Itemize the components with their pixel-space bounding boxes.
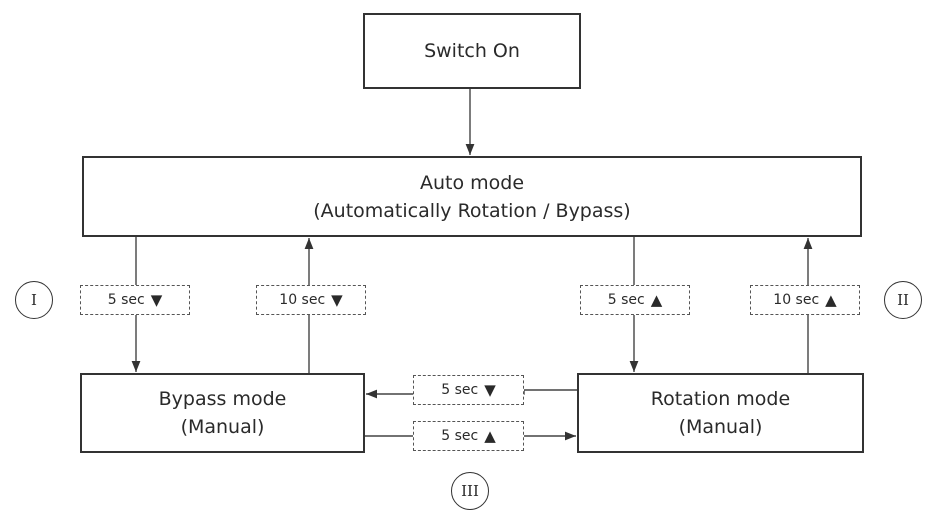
bypass-mode-box: Bypass mode (Manual) <box>80 373 365 453</box>
marker-iii: III <box>451 472 489 510</box>
up-triangle-icon: ▲ <box>825 290 837 309</box>
down-triangle-icon: ▼ <box>331 290 343 309</box>
bypass-mode-title: Bypass mode <box>158 388 287 410</box>
down-triangle-icon: ▼ <box>484 380 496 399</box>
auto-mode-title: Auto mode <box>419 171 525 194</box>
marker-ii: II <box>884 281 922 319</box>
auto-mode-box: Auto mode (Automatically Rotation / Bypa… <box>82 156 862 237</box>
tag-auto-to-bypass: 5 sec ▼ <box>80 285 190 315</box>
up-triangle-icon: ▲ <box>484 426 496 445</box>
tag-time: 5 sec <box>441 382 479 398</box>
up-triangle-icon: ▲ <box>650 290 663 309</box>
tag-time: 5 sec <box>107 292 145 308</box>
rotation-mode-subtitle: (Manual) <box>678 416 763 438</box>
tag-bypass-to-rotation: 5 sec ▲ <box>413 421 524 451</box>
switch-on-label: Switch On <box>424 40 520 62</box>
tag-time: 5 sec <box>441 428 479 444</box>
tag-time: 10 sec <box>279 292 326 308</box>
bypass-mode-subtitle: (Manual) <box>180 416 265 438</box>
rotation-mode-title: Rotation mode <box>650 388 791 410</box>
tag-auto-to-rotation: 5 sec ▲ <box>580 285 690 315</box>
tag-rotation-to-bypass: 5 sec ▼ <box>413 375 524 405</box>
marker-iii-label: III <box>461 482 479 500</box>
tag-time: 5 sec <box>607 292 645 308</box>
auto-mode-subtitle: (Automatically Rotation / Bypass) <box>313 199 631 222</box>
marker-i: I <box>15 281 53 319</box>
down-triangle-icon: ▼ <box>150 290 163 309</box>
tag-time: 10 sec <box>773 292 820 308</box>
tag-bypass-to-auto: 10 sec ▼ <box>256 285 366 315</box>
rotation-mode-box: Rotation mode (Manual) <box>577 373 864 453</box>
marker-i-label: I <box>31 291 37 309</box>
switch-on-box: Switch On <box>363 13 581 89</box>
marker-ii-label: II <box>897 291 909 309</box>
tag-rotation-to-auto: 10 sec ▲ <box>750 285 860 315</box>
